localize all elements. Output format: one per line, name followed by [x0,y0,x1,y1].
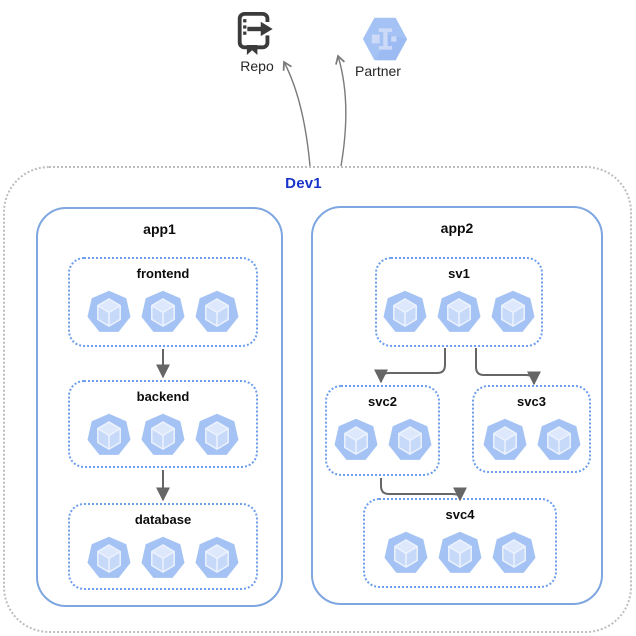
partner-label: Partner [355,63,401,79]
service-database-box: database [68,503,258,590]
pod-icon [384,531,428,575]
pod-icon [195,413,239,457]
pod-icon [537,418,581,462]
source-repo-icon [237,11,273,55]
service-svc4-box: svc4 [363,498,557,588]
service-svc3-label: svc3 [517,394,546,409]
pod-group-svc4 [384,531,536,575]
pod-icon [437,290,481,334]
app1-label: app1 [143,221,176,237]
pod-icon [141,536,185,580]
app2-label: app2 [440,220,474,236]
environment-label: Dev1 [285,175,322,192]
service-svc4-label: svc4 [445,507,475,522]
pod-group-svc2 [334,418,432,462]
pod-group-backend [87,413,239,457]
pod-group-database [87,536,239,580]
pod-icon [87,536,131,580]
pod-icon [388,418,432,462]
pod-icon [141,290,185,334]
pod-icon [195,290,239,334]
service-svc3-box: svc3 [472,385,591,473]
pod-icon [334,418,378,462]
pod-group-sv1 [383,290,535,334]
pod-icon [491,290,535,334]
pod-icon [87,290,131,334]
service-database-label: database [134,512,192,527]
partner-interconnect-icon [362,17,408,61]
pod-group-svc3 [483,418,581,462]
pod-icon [141,413,185,457]
service-backend-label: backend [136,389,190,404]
pod-icon [87,413,131,457]
repo-label: Repo [240,58,274,74]
pod-icon [483,418,527,462]
service-svc2-label: svc2 [368,394,397,409]
pod-icon [438,531,482,575]
service-frontend-label: frontend [136,266,190,281]
service-frontend-box: frontend [68,257,258,347]
service-svc2-box: svc2 [325,385,440,476]
arrow-dev1-repo [282,60,311,167]
pod-icon [383,290,427,334]
service-sv1-label: sv1 [448,266,470,281]
pod-icon [492,531,536,575]
service-backend-box: backend [68,380,258,468]
pod-group-frontend [87,290,239,334]
pod-icon [195,536,239,580]
service-sv1-box: sv1 [375,257,543,347]
